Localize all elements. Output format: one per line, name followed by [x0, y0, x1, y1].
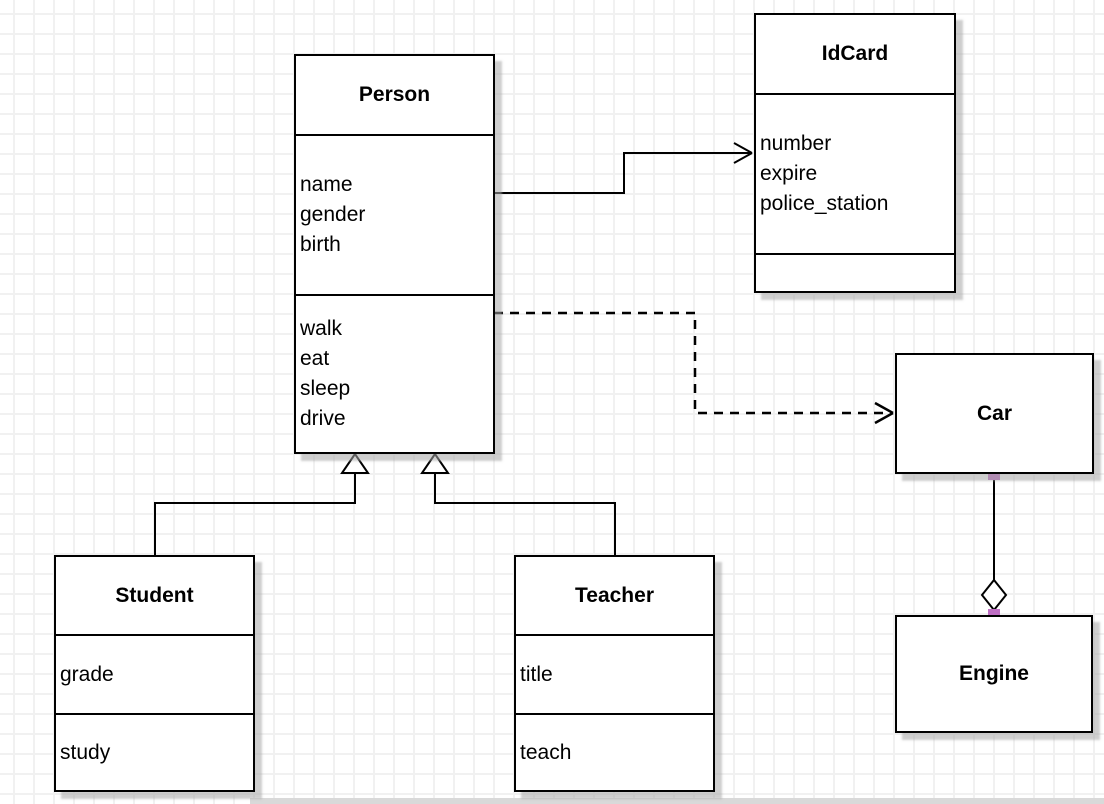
hollow-diamond-icon	[980, 578, 1008, 612]
class-title: Engine	[958, 662, 1029, 685]
class-box-student[interactable]: Student grade study	[54, 555, 255, 792]
method: sleep	[300, 377, 351, 400]
class-box-person[interactable]: Person name gender birth walk eat sleep …	[294, 54, 495, 454]
attributes-section: grade	[56, 634, 253, 713]
method: eat	[300, 347, 330, 370]
method: drive	[300, 407, 346, 430]
attribute: gender	[300, 203, 366, 226]
canvas-bottom-edge	[250, 798, 1104, 804]
dependency-connector-person-car[interactable]	[494, 311, 894, 425]
attributes-section: number expire police_station	[756, 93, 954, 253]
hollow-triangle-icon	[420, 452, 450, 474]
methods-section: study	[56, 713, 253, 790]
open-arrowhead-icon	[733, 142, 753, 164]
open-arrowhead-icon	[874, 401, 894, 425]
method: teach	[520, 740, 572, 764]
methods-section	[756, 253, 954, 291]
attributes-section: name gender birth	[296, 134, 493, 294]
method: study	[60, 740, 111, 764]
attributes-section: title	[516, 634, 713, 713]
class-box-idcard[interactable]: IdCard number expire police_station	[754, 13, 956, 293]
attribute: title	[520, 662, 553, 686]
hollow-triangle-icon	[340, 452, 370, 474]
methods-section: walk eat sleep drive	[296, 294, 493, 452]
association-connector-person-idcard[interactable]	[494, 142, 753, 194]
class-title: Car	[976, 401, 1013, 425]
class-box-car[interactable]: Car	[895, 353, 1094, 474]
class-title: Person	[358, 83, 431, 106]
class-title: Teacher	[575, 583, 654, 607]
generalization-connector-teacher-person[interactable]	[420, 452, 616, 555]
class-box-teacher[interactable]: Teacher title teach	[514, 555, 715, 792]
attribute: expire	[760, 162, 818, 185]
attribute: birth	[300, 233, 341, 256]
attribute: name	[300, 173, 353, 196]
class-title: IdCard	[821, 42, 889, 65]
class-title: Student	[115, 583, 194, 607]
method: walk	[300, 317, 343, 340]
attribute: police_station	[760, 192, 889, 215]
aggregation-connector-car-engine[interactable]	[980, 468, 1008, 621]
generalization-connector-student-person[interactable]	[154, 452, 370, 555]
methods-section: teach	[516, 713, 713, 790]
attribute: number	[760, 132, 832, 155]
class-box-engine[interactable]: Engine	[895, 615, 1093, 733]
attribute: grade	[60, 662, 114, 686]
